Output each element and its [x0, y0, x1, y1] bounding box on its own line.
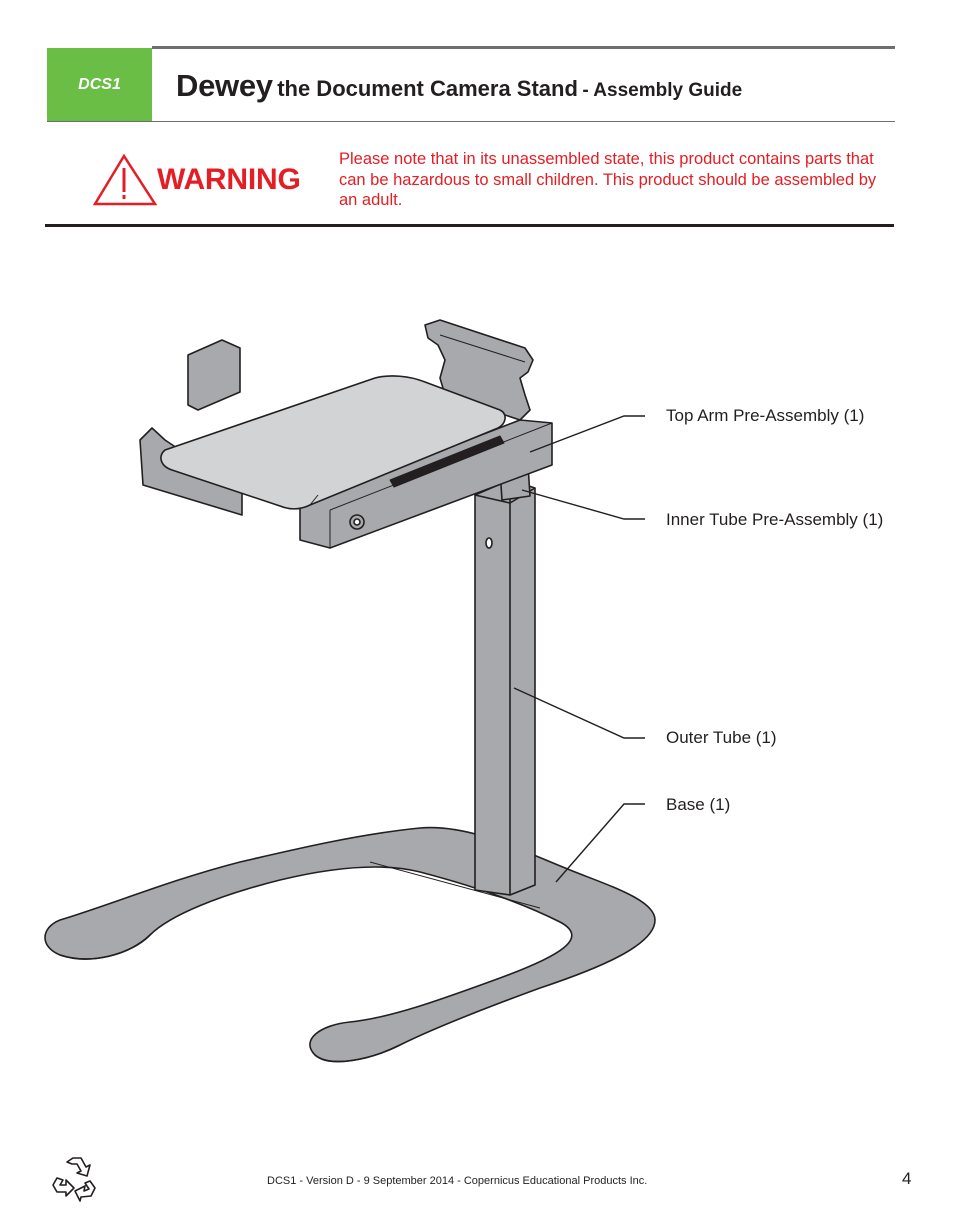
model-badge: DCS1 — [47, 48, 152, 121]
title-sub: the Document Camera Stand — [277, 76, 578, 101]
warning-label: WARNING — [157, 163, 301, 196]
top-rule — [152, 46, 895, 49]
recycle-icon — [52, 1157, 96, 1202]
callout-outer-tube: Outer Tube (1) — [666, 728, 777, 747]
warning-message: Please note that in its unassembled stat… — [339, 150, 877, 209]
leader-inner-tube — [521, 489, 645, 520]
stand-illustration — [44, 319, 656, 1063]
footer-text: DCS1 - Version D - 9 September 2014 - Co… — [267, 1175, 648, 1187]
header-rule — [47, 121, 895, 122]
platform — [160, 375, 506, 510]
callout-base: Base (1) — [666, 795, 731, 814]
model-code: DCS1 — [78, 75, 121, 93]
title-guide: - Assembly Guide — [582, 80, 743, 101]
page-title: Dewey the Document Camera Stand - Assemb… — [176, 68, 742, 104]
callout-inner-tube: Inner Tube Pre-Assembly (1) — [666, 510, 884, 529]
warning-rule — [45, 224, 894, 227]
outer-tube-part — [474, 479, 536, 896]
callout-top-arm: Top Arm Pre-Assembly (1) — [666, 406, 865, 425]
page-number: 4 — [902, 1169, 912, 1188]
warning-triangle-icon — [93, 154, 157, 206]
leader-base — [555, 803, 645, 883]
title-main: Dewey — [176, 68, 273, 103]
leader-outer-tube — [513, 687, 645, 739]
leader-top-arm — [529, 415, 645, 453]
